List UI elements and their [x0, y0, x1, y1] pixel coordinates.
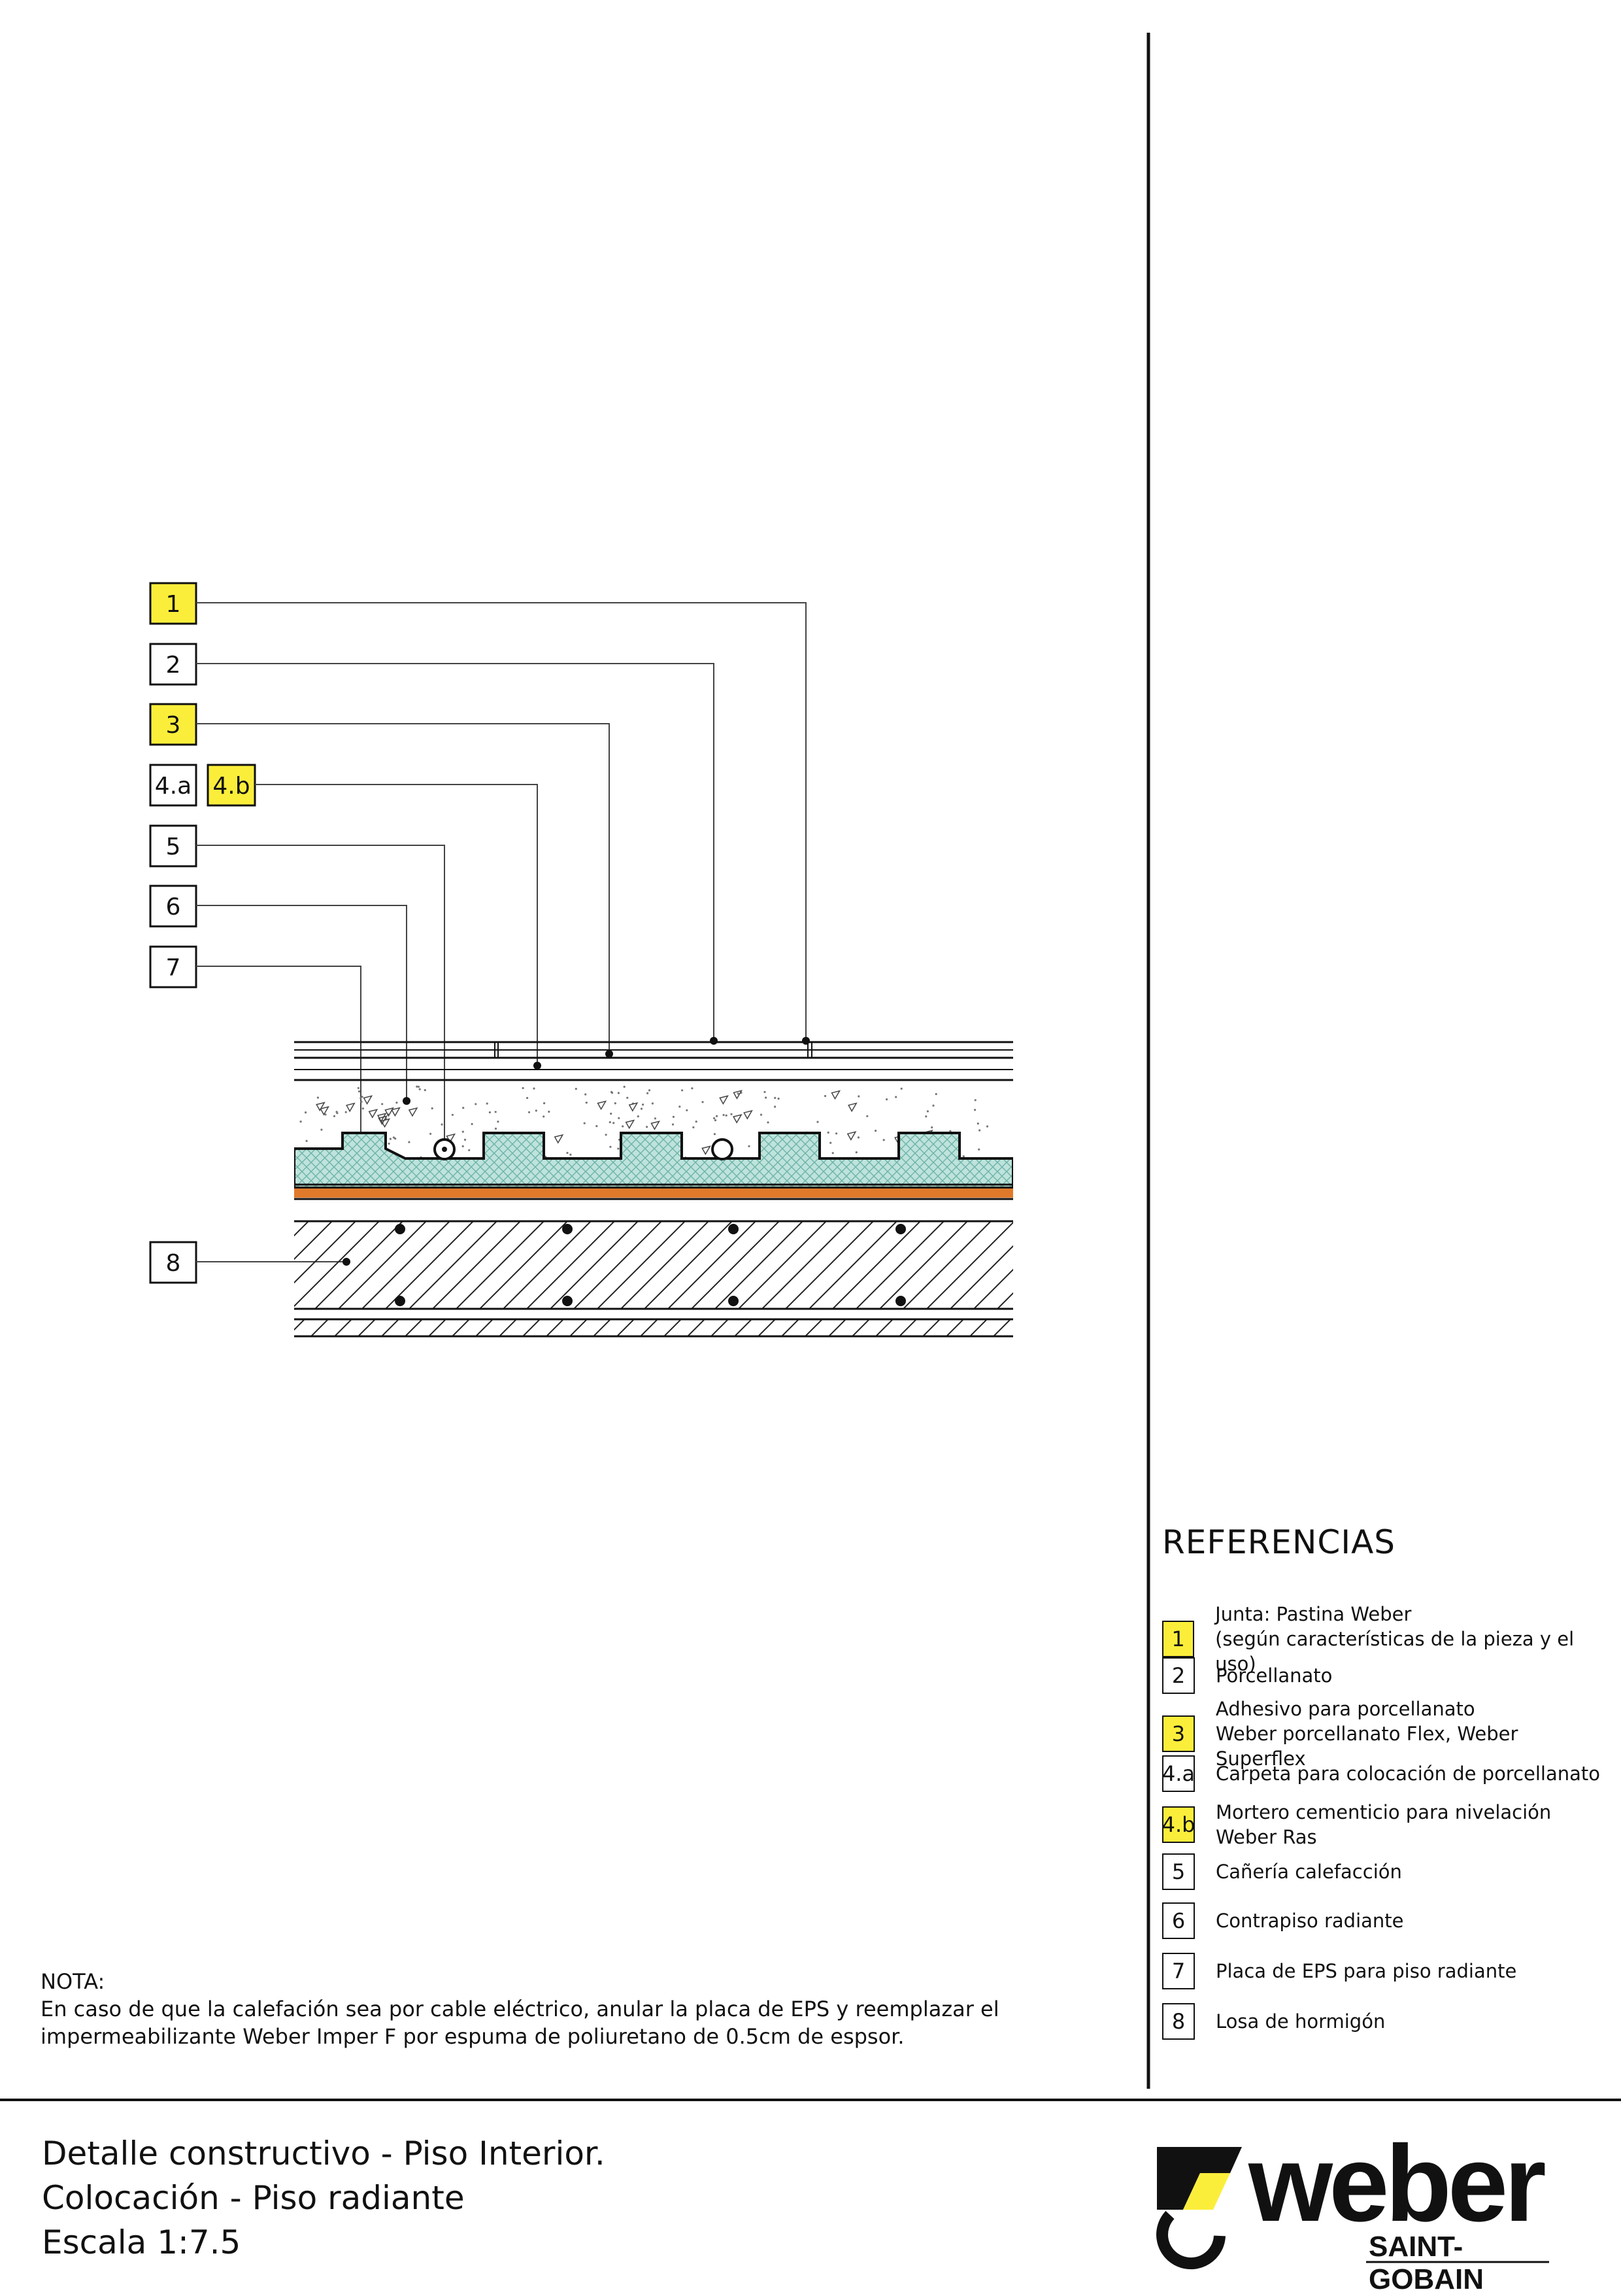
reference-item-7: 7 Placa de EPS para piso radiante: [1162, 1953, 1516, 1989]
callout-4a: 4.a: [149, 764, 197, 807]
leader-line: [196, 663, 714, 1041]
callout-2: 2: [149, 643, 718, 1045]
leader-line: [196, 905, 407, 1101]
reference-badge: 7: [1162, 1953, 1195, 1989]
title-line-2: Colocación - Piso radiante: [42, 2179, 465, 2217]
weber-logo: weber SAINT-GOBAIN: [1157, 2123, 1562, 2295]
concrete-slab: [294, 1221, 1013, 1309]
heating-pipe: [711, 1138, 733, 1160]
reference-badge: 2: [1162, 1657, 1195, 1694]
leader-line: [196, 723, 610, 1054]
leader-line: [255, 784, 538, 1066]
leader-line: [196, 966, 361, 1165]
logo-wordmark: weber: [1248, 2123, 1546, 2244]
callout-6: 6: [149, 885, 410, 1105]
references-heading: REFERENCIAS: [1162, 1523, 1396, 1561]
leader-dot: [802, 1037, 810, 1045]
reference-badge: 8: [1162, 2003, 1195, 2040]
note-label: NOTA:: [41, 1969, 105, 1994]
note-line-1: En caso de que la calefación sea por cab…: [41, 1997, 999, 2021]
title-block: Detalle constructivo - Piso Interior. Co…: [42, 2131, 605, 2265]
callout-7: 7: [149, 945, 365, 1169]
callout-label: 3: [166, 712, 181, 739]
reference-item-8: 8 Losa de hormigón: [1162, 2003, 1385, 2040]
reference-badge: 4.b: [1162, 1806, 1195, 1843]
callout-3: 3: [149, 703, 613, 1058]
callout-1: 1: [149, 582, 810, 1045]
reference-badge: 3: [1162, 1715, 1195, 1752]
reference-badge: 1: [1162, 1621, 1195, 1657]
callout-8: 8: [149, 1241, 350, 1284]
reference-item-4a: 4.a Carpeta para colocación de porcellana…: [1162, 1755, 1600, 1792]
note-line-2: impermeabilizante Weber Imper F por espu…: [41, 2024, 905, 2049]
leader-dot: [533, 1062, 541, 1070]
callout-label: 2: [166, 652, 181, 679]
reference-item-1: 1 Junta: Pastina Weber(según característi…: [1162, 1602, 1613, 1676]
leader-dot: [403, 1097, 410, 1105]
leader-line: [196, 602, 807, 1041]
membrane-layer: [294, 1189, 1013, 1198]
callout-group: 1 2 3 4.a 4.b 5 6 7 8: [149, 582, 810, 1284]
rebar-group: [395, 1224, 906, 1306]
callout-label: 8: [166, 1250, 181, 1277]
eps-panel: [294, 1132, 1013, 1189]
callout-label: 4.a: [155, 773, 192, 800]
callout-label: 7: [166, 954, 181, 981]
callout-label: 5: [166, 834, 181, 860]
reference-badge: 5: [1162, 1853, 1195, 1890]
logo-mark: [1156, 2147, 1549, 2270]
title-scale: Escala 1:7.5: [42, 2223, 241, 2261]
callout-label: 6: [166, 894, 181, 920]
leader-dot: [605, 1050, 613, 1058]
callout-5: 5: [149, 824, 445, 1143]
reference-text: Junta: Pastina Weber(según característic…: [1215, 1603, 1575, 1675]
reference-item-2: 2 Porcellanato: [1162, 1657, 1332, 1694]
leader-line: [196, 845, 445, 1143]
callout-4b: 4.b: [207, 764, 541, 1070]
title-line-1: Detalle constructivo - Piso Interior.: [42, 2135, 605, 2172]
reference-item-6: 6 Contrapiso radiante: [1162, 1902, 1404, 1939]
reference-badge: 6: [1162, 1902, 1195, 1939]
reference-text: Porcellanato: [1216, 1664, 1333, 1687]
reference-text: Placa de EPS para piso radiante: [1216, 1960, 1517, 1982]
callout-label: 4.b: [212, 773, 250, 800]
reference-text: Carpeta para colocación de porcellanato: [1216, 1763, 1601, 1785]
note-block: NOTA: En caso de que la calefación sea p…: [41, 1968, 1099, 2050]
reference-text: Losa de hormigón: [1216, 2010, 1386, 2033]
logo-subtitle: SAINT-GOBAIN: [1369, 2231, 1484, 2295]
callout-label: 1: [166, 591, 181, 618]
reference-badge: 4.a: [1162, 1755, 1195, 1792]
reference-item-5: 5 Cañería calefacción: [1162, 1853, 1402, 1890]
floor-section: [294, 1041, 1013, 1338]
leader-dot: [710, 1037, 718, 1045]
reference-text: Cañería calefacción: [1216, 1861, 1402, 1883]
reference-text: Contrapiso radiante: [1216, 1910, 1404, 1932]
